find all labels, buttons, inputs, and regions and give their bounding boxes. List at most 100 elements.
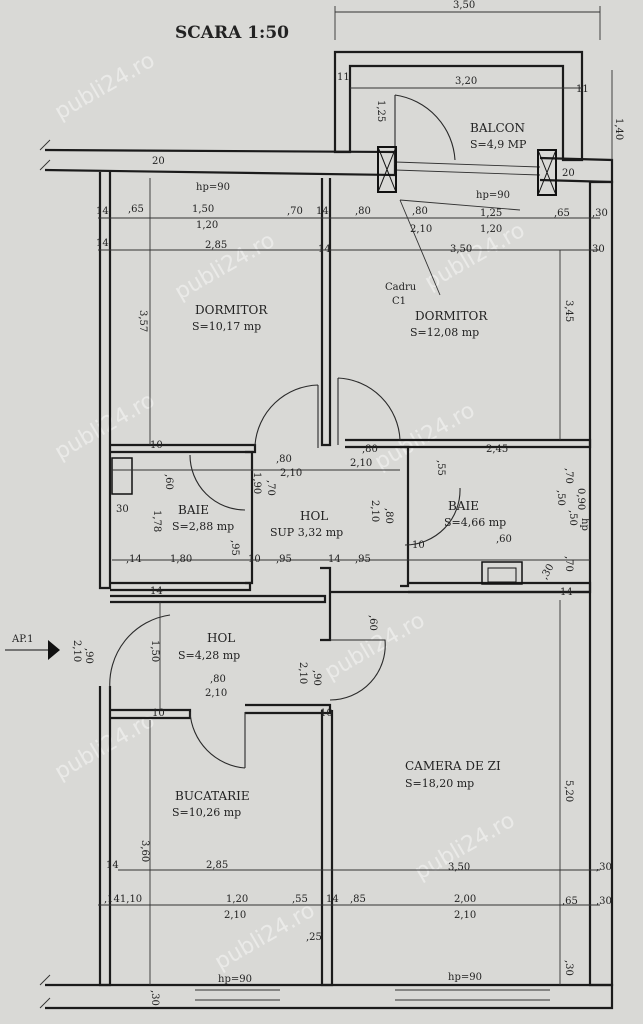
dim-label: ,85: [350, 894, 366, 905]
dim-label: ,80: [362, 444, 378, 455]
room-name-dormitor1: DORMITOR: [195, 303, 268, 317]
room-name-baie2: BAIE: [448, 499, 479, 513]
dim-label: ,55: [435, 460, 446, 476]
dim-label: 3,20: [455, 76, 477, 87]
dim-label: 1,90: [251, 472, 262, 494]
room-area-dormitor1: S=10,17 mp: [192, 320, 261, 333]
dim-label: 3,60: [139, 840, 150, 862]
note-cadru: Cadru: [385, 282, 417, 293]
dim-label: ,60: [496, 534, 512, 545]
dim-label: 5,20: [563, 780, 574, 802]
dim-label: 1,40: [613, 118, 624, 140]
room-area-bucatarie: S=10,26 mp: [172, 806, 241, 819]
dim-label: ,80: [210, 674, 226, 685]
dim-label: 1,20: [226, 894, 248, 905]
watermark: publi24.ro: [51, 388, 160, 465]
dim-label: 3,57: [137, 310, 148, 332]
dim-label: 30: [116, 504, 129, 515]
watermark: publi24.ro: [51, 708, 160, 785]
dormitor1-door: [254, 384, 319, 448]
dim-label: 2,10: [205, 688, 227, 699]
room-area-camera-de-zi: S=18,20 mp: [405, 777, 474, 790]
dim-label: 2,85: [206, 860, 228, 871]
dim-label: 1,20: [480, 224, 502, 235]
dim-label: ,80: [383, 508, 394, 524]
dim-label: 2,45: [486, 444, 508, 455]
dim-label: 14: [560, 587, 573, 598]
baie2-door: [404, 487, 461, 546]
dim-label: ,65: [554, 208, 570, 219]
dim-label: ,141,10: [104, 894, 142, 905]
dim-label: 14: [96, 206, 109, 217]
dim-label: 2,10: [297, 662, 308, 684]
dimension-lines: [98, 6, 613, 985]
dim-label: 2,10: [71, 640, 82, 662]
dim-label: hp: [579, 518, 590, 531]
dim-label: ,30: [149, 990, 160, 1006]
room-area-baie1: S=2,88 mp: [172, 520, 234, 533]
notes: Cadru C1 hp=90 hp=90 hp=90 hp=90: [196, 182, 510, 985]
dim-label: 14: [326, 894, 339, 905]
dim-label: ,95: [355, 554, 371, 565]
doors: [109, 94, 461, 769]
dim-label: 10: [248, 554, 261, 565]
dim-label: ,70: [265, 480, 276, 496]
dim-label: 2,85: [205, 240, 227, 251]
dim-label: 14: [150, 586, 163, 597]
dim-label: 1,25: [375, 100, 386, 122]
room-name-bucatarie: BUCATARIE: [175, 789, 250, 803]
dim-label: ,80: [355, 206, 371, 217]
watermark: publi24.ro: [411, 808, 520, 885]
dim-label: ,90: [311, 670, 322, 686]
dim-label: 1,25: [480, 208, 502, 219]
dim-label: 20: [562, 168, 575, 179]
scale-title: SCARA 1:50: [175, 23, 289, 43]
dim-label: 1,20: [196, 220, 218, 231]
room-name-baie1: BAIE: [178, 503, 209, 517]
room-name-balcon: BALCON: [470, 121, 525, 135]
dim-label: ,60: [163, 474, 174, 490]
walls: [39, 50, 614, 1010]
dim-label: ,90: [83, 648, 94, 664]
dim-label: 20: [152, 156, 165, 167]
dim-label: ,60: [367, 615, 378, 631]
dim-label: ,30: [592, 208, 608, 219]
dim-label: ,65: [562, 896, 578, 907]
dim-label: 2,00: [454, 894, 476, 905]
entrance-arrow-icon: [48, 640, 60, 660]
room-name-hol: HOL: [207, 631, 235, 645]
room-area-baie2: S=4,66 mp: [444, 516, 506, 529]
dim-label: 1,50: [192, 204, 214, 215]
dim-label: ,30: [539, 562, 556, 581]
room-labels: BALCON S=4,9 MP DORMITOR S=10,17 mp DORM…: [172, 121, 527, 819]
note-hp-bottom2: hp=90: [448, 972, 482, 983]
dim-label: ,55: [292, 894, 308, 905]
dim-label: 2,10: [280, 468, 302, 479]
room-name-hol-sup: HOL: [300, 509, 328, 523]
bucatarie-door: [189, 711, 246, 769]
dim-label: 3,45: [563, 300, 574, 322]
dim-label: ,30: [596, 862, 612, 873]
note-hp-top2: hp=90: [476, 190, 510, 201]
watermark: publi24.ro: [371, 398, 480, 475]
dim-label: 10: [152, 708, 165, 719]
note-hp-top1: hp=90: [196, 182, 230, 193]
dormitor2-door: [337, 377, 401, 445]
dim-label: ,50: [555, 490, 566, 506]
note-hp-bottom1: hp=90: [218, 974, 252, 985]
dim-label: 11: [337, 72, 350, 83]
dim-label: ,25: [306, 932, 322, 943]
watermark: publi24.ro: [51, 48, 160, 125]
room-area-hol-sup: SUP 3,32 mp: [270, 526, 343, 539]
dim-label: 10: [150, 440, 163, 451]
dim-label: 2,10: [350, 458, 372, 469]
dim-label: ,70: [563, 468, 574, 484]
dim-label: 0,90: [575, 488, 586, 510]
dimension-labels: 3,50 3,20 1,40 1,25 11 11 20 20 14 ,65 1…: [71, 0, 624, 1006]
dim-label: ,50: [567, 510, 578, 526]
dim-label: 30: [592, 244, 605, 255]
dim-label: 14: [316, 206, 329, 217]
dim-label: 1,78: [151, 510, 162, 532]
columns: [111, 146, 557, 585]
